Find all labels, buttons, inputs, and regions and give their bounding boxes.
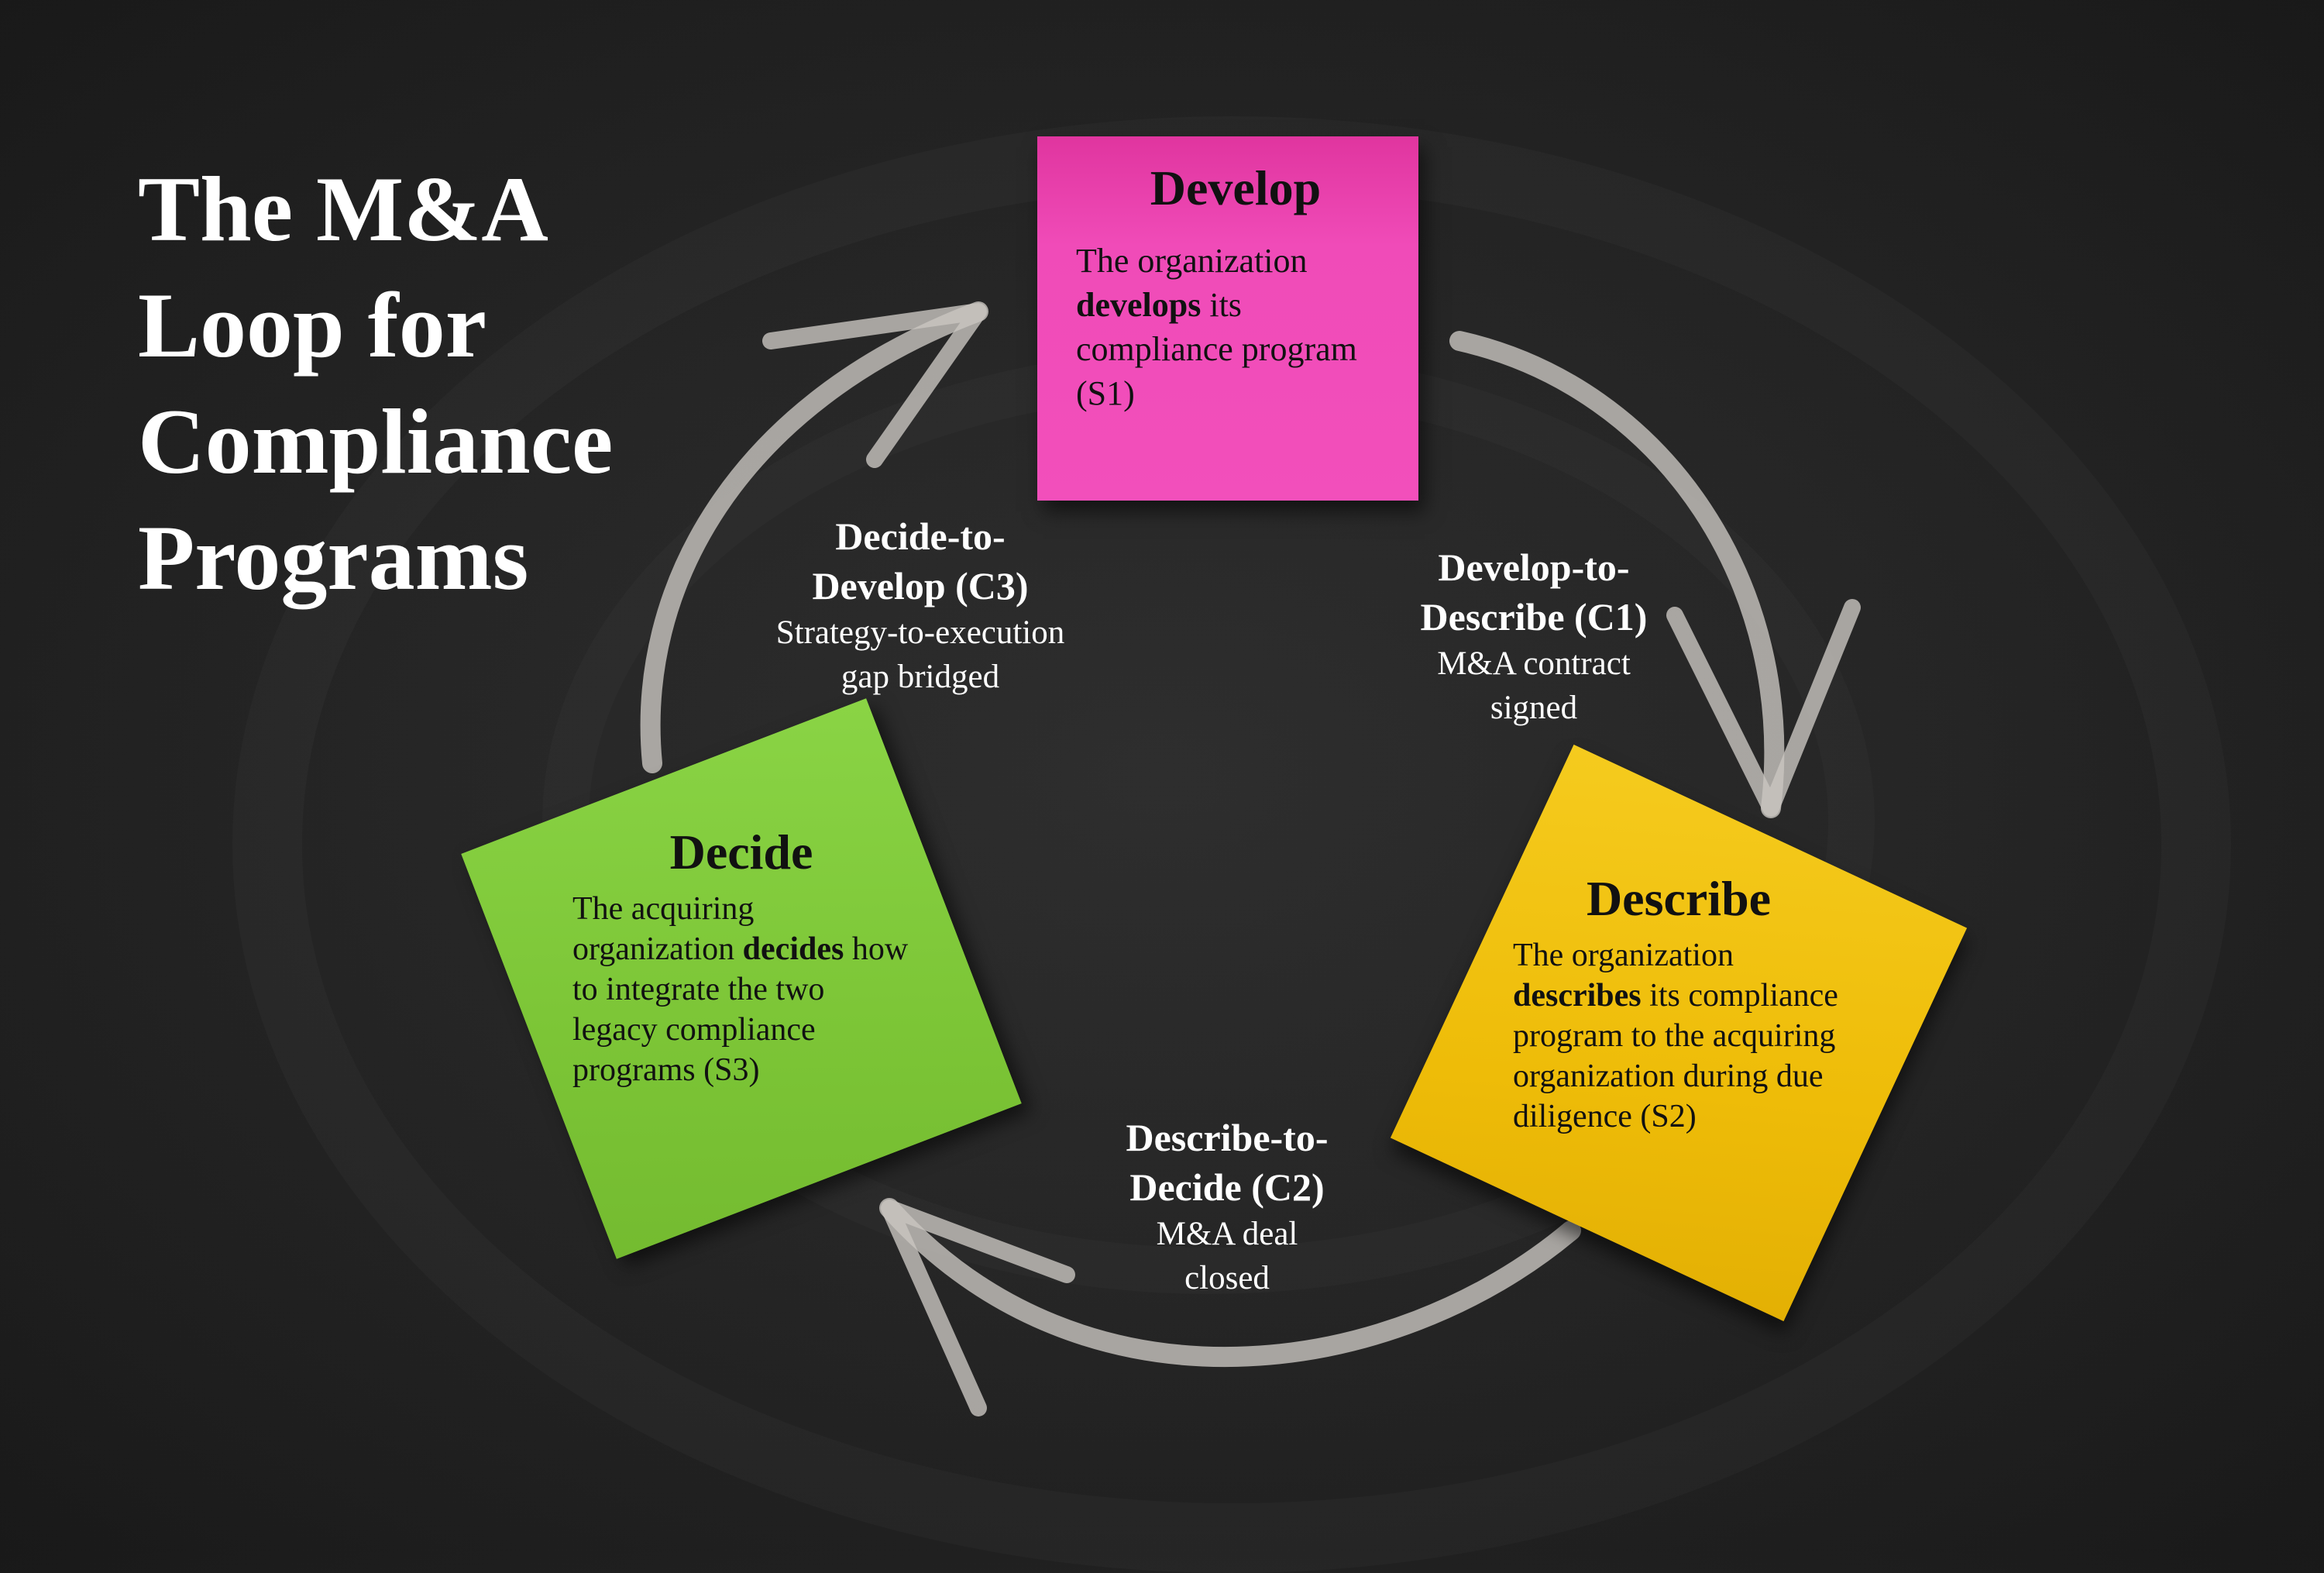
decide-text: The acquiring organization decides how t… (572, 889, 910, 1090)
transition-c2-name: Describe-to-Decide (C2) (1126, 1116, 1329, 1209)
develop-sticky-note: Develop The organization develops its co… (1037, 136, 1418, 501)
decide-text-bold: decides (742, 931, 844, 967)
describe-text-post: its compliance program to the acquiring … (1513, 978, 1838, 1134)
transition-c3-label: Decide-to-Develop (C3) Strategy-to-execu… (719, 511, 1122, 699)
title-line: The M&A (138, 157, 548, 260)
title-line: Loop for (138, 274, 486, 377)
decide-heading: Decide (669, 824, 813, 879)
decide-text-pre: The acquiring organization (572, 891, 755, 967)
title-line: Compliance (138, 390, 614, 493)
transition-c1-label: Develop-to-Describe (C1) M&A contract si… (1332, 542, 1735, 730)
develop-heading: Develop (1150, 160, 1322, 215)
describe-heading: Describe (1586, 871, 1772, 926)
decide-sticky-note: Decide The acquiring organization decide… (461, 698, 1022, 1259)
develop-text: The organization develops its compliance… (1076, 239, 1395, 415)
arrow-c3-shaft (640, 301, 988, 773)
page-title: The M&A Loop for Compliance Programs (138, 151, 613, 616)
transition-c1-description: M&A contract signed (1437, 645, 1631, 726)
transition-c3-description: Strategy-to-execution gap bridged (775, 614, 1065, 695)
arrow-c2-head (881, 1200, 1075, 1416)
transition-c2-label: Describe-to-Decide (C2) M&A deal closed (1026, 1113, 1428, 1300)
transition-c1-name: Develop-to-Describe (C1) (1420, 546, 1648, 638)
transition-c3-name: Decide-to-Develop (C3) (812, 515, 1029, 608)
develop-note-content: Develop The organization develops its co… (1037, 136, 1418, 415)
arrow-c1-head (1666, 599, 1861, 817)
arrow-c2 (879, 1198, 1581, 1416)
develop-text-post: its compliance program (S1) (1076, 286, 1357, 412)
arrow-c3 (640, 301, 988, 773)
develop-text-bold: develops (1076, 286, 1202, 324)
describe-text-bold: describes (1513, 978, 1642, 1014)
describe-text-pre: The organization (1513, 938, 1734, 973)
describe-note-content: Describe The organization describes its … (1513, 870, 1844, 1137)
develop-text-pre: The organization (1076, 242, 1308, 280)
develop-note-paper (1037, 136, 1418, 501)
describe-text: The organization describes its complianc… (1513, 935, 1844, 1137)
arrow-c1 (1449, 331, 1861, 818)
arrow-c3-head (762, 303, 987, 468)
decide-text-post: how to integrate the two legacy complian… (572, 931, 909, 1088)
title-line: Programs (138, 506, 529, 609)
arrow-c1-shaft (1449, 331, 1785, 818)
transition-c2-description: M&A deal closed (1156, 1216, 1298, 1296)
arrow-c2-shaft (879, 1198, 1581, 1368)
describe-sticky-note: Describe The organization describes its … (1390, 744, 1968, 1322)
decide-note-content: Decide The acquiring organization decide… (572, 824, 910, 1090)
